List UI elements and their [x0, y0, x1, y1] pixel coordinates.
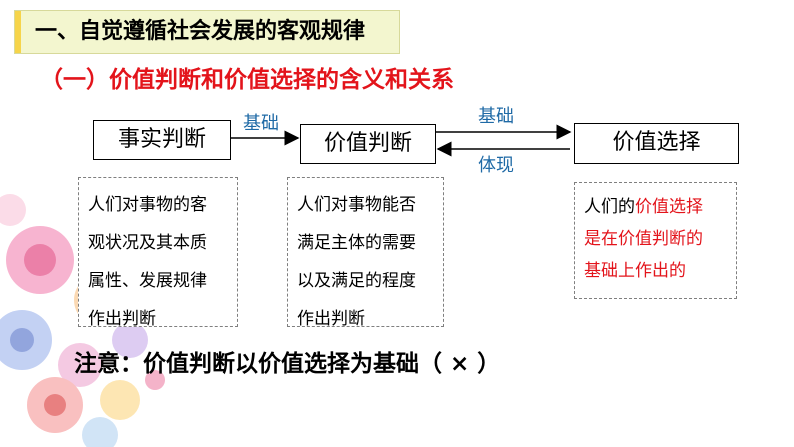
value-choice-box: 价值选择 — [574, 123, 739, 164]
description-line: 人们的价值选择 — [584, 191, 736, 223]
value-to-choice-label: 基础 — [478, 106, 514, 127]
value-judgment-box: 价值判断 — [300, 124, 436, 164]
fact-to-value-label: 基础 — [243, 113, 279, 134]
value-judgment-label: 价值判断 — [323, 131, 412, 156]
description-line: 基础上作出的 — [584, 261, 686, 281]
section-title: 一、自觉遵循社会发展的客观规律 — [35, 19, 366, 44]
description-line: 属性、发展规律 — [88, 271, 207, 291]
description-line: 满足主体的需要 — [297, 233, 416, 253]
header-accent — [15, 11, 21, 53]
description-line: 作出判断 — [297, 309, 365, 329]
value-choice-label: 价值选择 — [612, 130, 701, 155]
description-line: 作出判断 — [88, 309, 156, 329]
value-choice-description: 人们的价值选择 是在价值判断的 基础上作出的 — [574, 182, 737, 299]
choice-highlight: 价值选择 — [635, 197, 703, 217]
fact-judgment-description: 人们对事物的客 观状况及其本质 属性、发展规律 作出判断 — [78, 177, 238, 329]
attention-note: 注意：价值判断以价值选择为基础（ × ） — [74, 351, 501, 377]
section-header: 一、自觉遵循社会发展的客观规律 — [14, 10, 400, 54]
fact-judgment-label: 事实判断 — [117, 127, 206, 152]
subsection-title: （一）价值判断和价值选择的含义和关系 — [40, 67, 454, 93]
description-line: 人们对事物能否 — [297, 195, 416, 215]
description-line: 观状况及其本质 — [88, 233, 207, 253]
value-judgment-description: 人们对事物能否 满足主体的需要 以及满足的程度 作出判断 — [287, 177, 444, 329]
description-line: 是在价值判断的 — [584, 229, 703, 249]
description-line: 以及满足的程度 — [297, 271, 416, 291]
choice-to-value-label: 体现 — [478, 155, 514, 176]
fact-judgment-box: 事实判断 — [93, 120, 231, 160]
description-line: 人们对事物的客 — [88, 195, 207, 215]
choice-prefix: 人们的 — [584, 197, 635, 217]
